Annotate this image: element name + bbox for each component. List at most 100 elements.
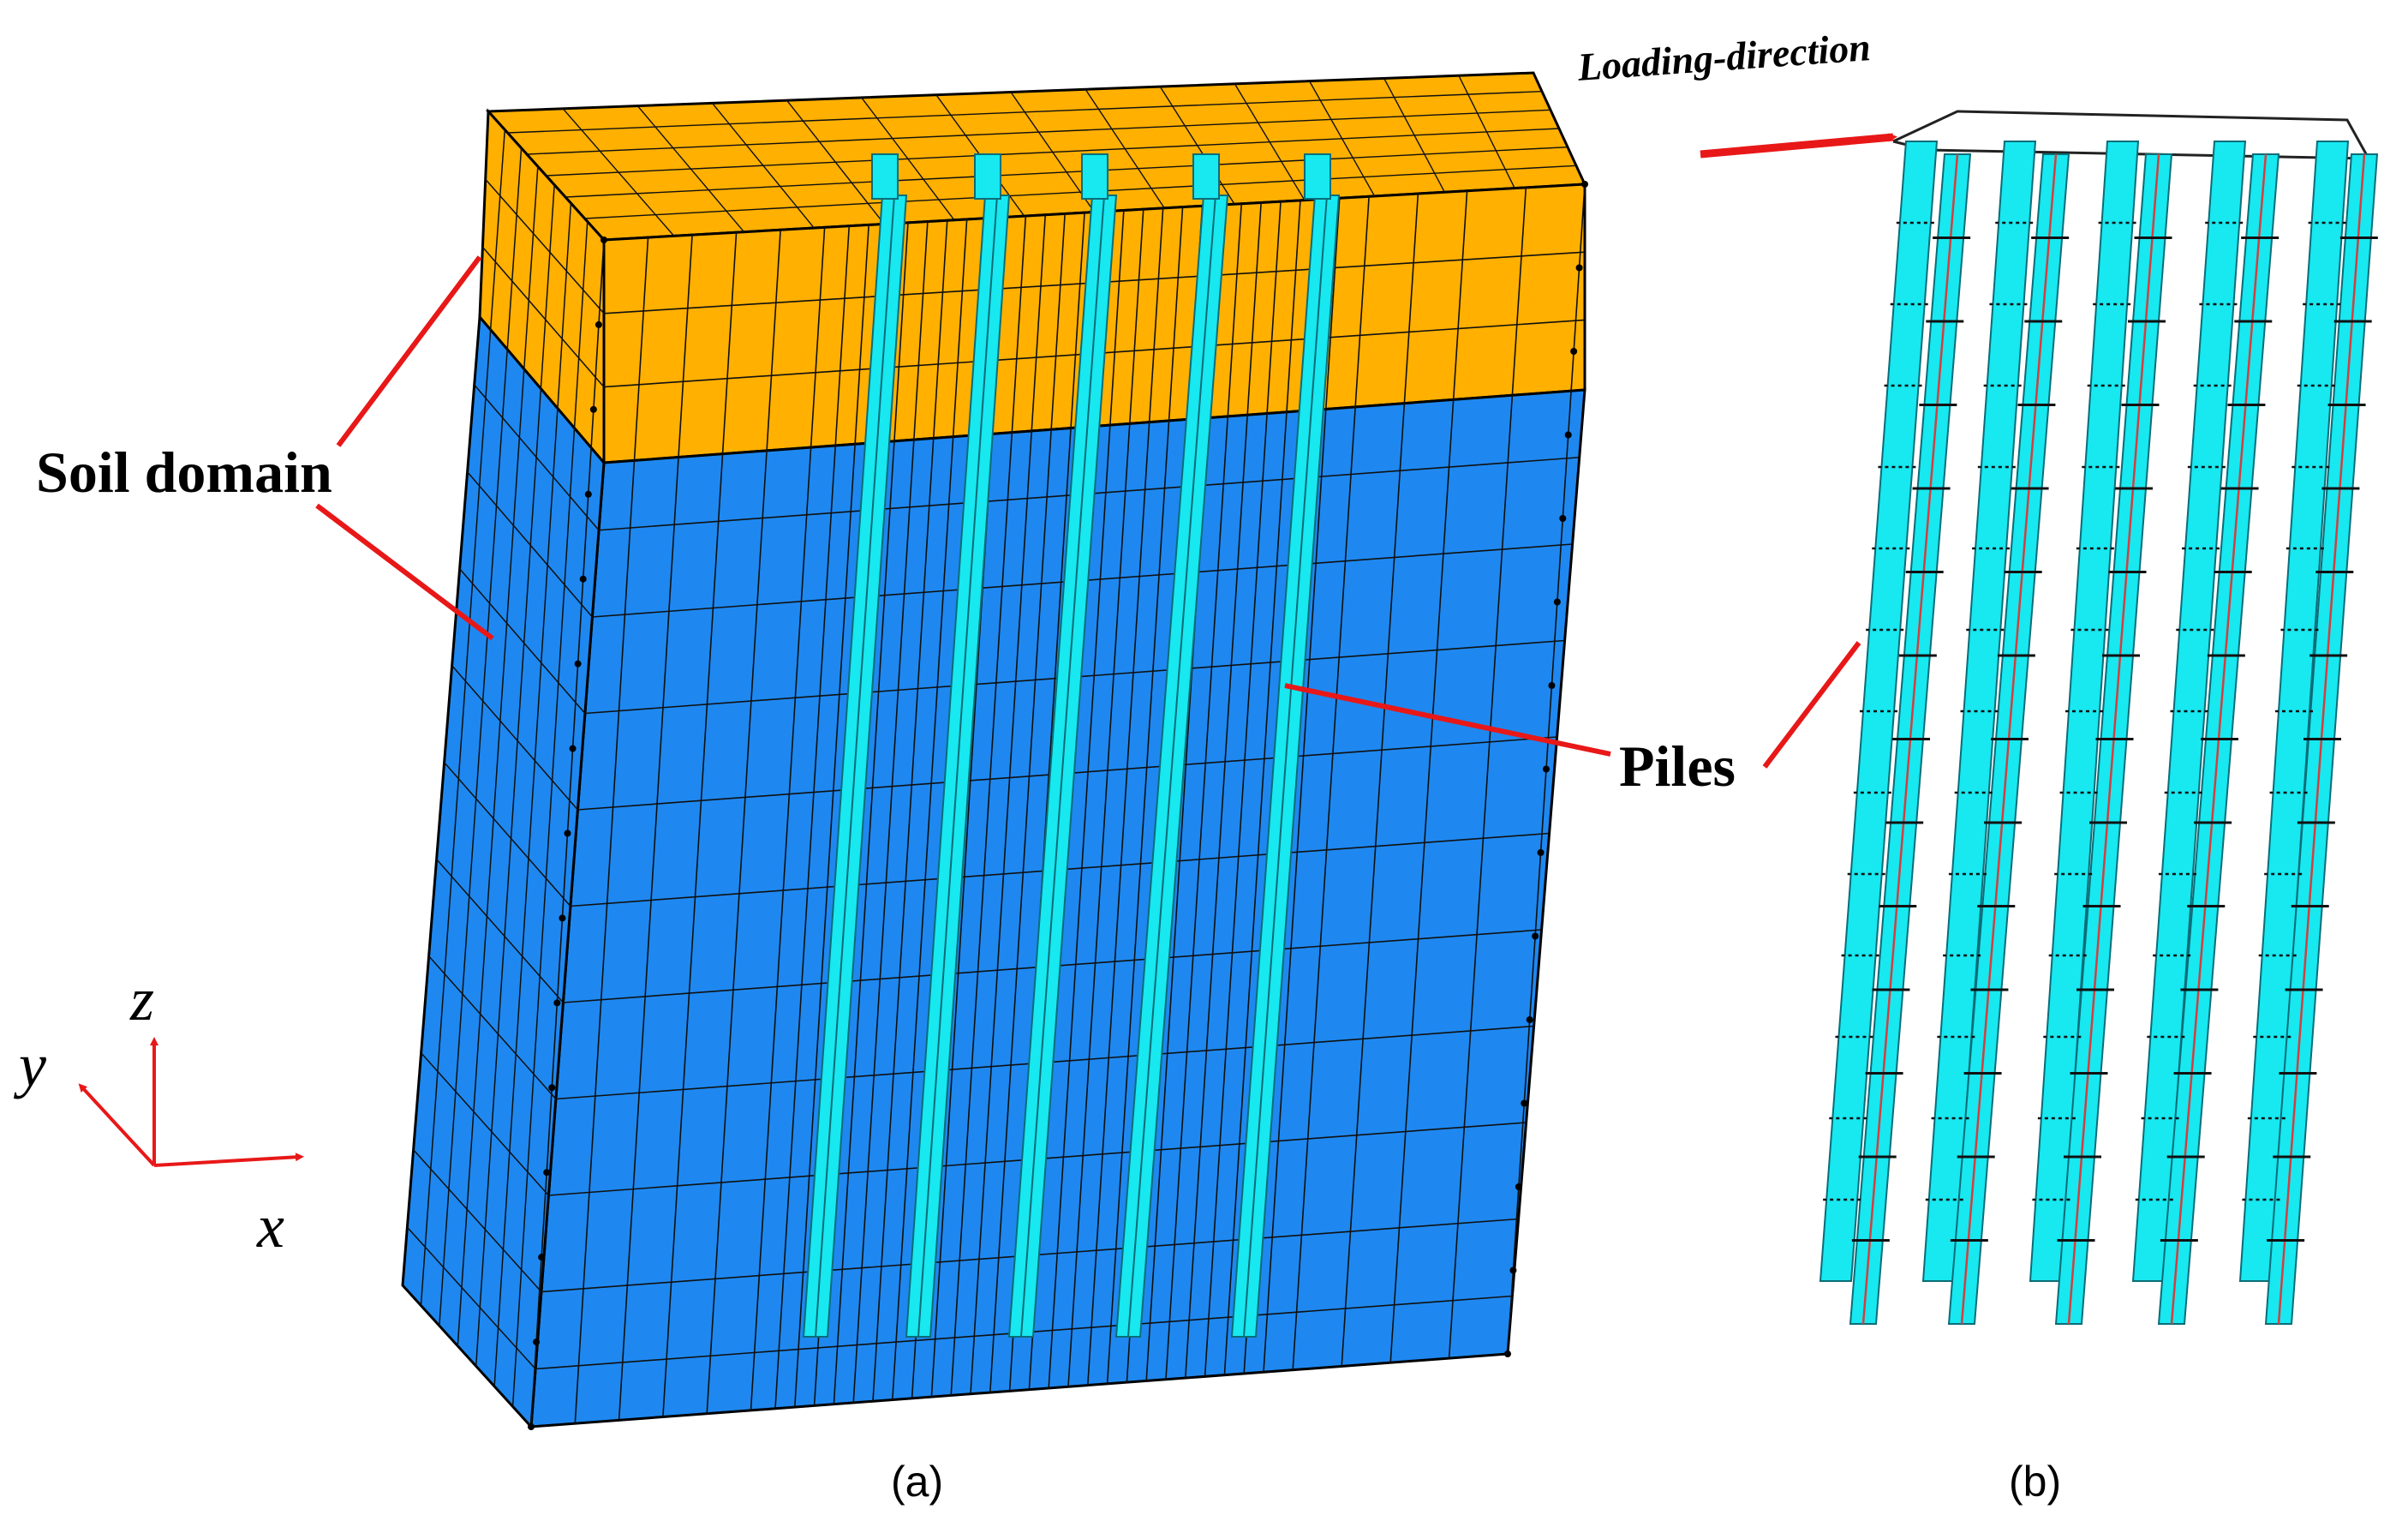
mesh-node xyxy=(1581,181,1588,188)
y-axis-label: y xyxy=(19,1031,46,1099)
mesh-line xyxy=(852,221,929,1404)
mesh-line xyxy=(1223,200,1301,1375)
pile-head xyxy=(871,153,899,200)
mesh-line xyxy=(1165,203,1243,1380)
pile-head xyxy=(1081,153,1108,200)
mesh-node xyxy=(579,575,587,583)
mesh-line xyxy=(421,1052,549,1196)
soil-domain-label: Soil domain xyxy=(36,440,332,505)
mesh-node xyxy=(548,1084,556,1092)
mesh-line xyxy=(618,235,693,1421)
mesh-node xyxy=(1515,1183,1522,1190)
mesh-node xyxy=(1521,1099,1528,1107)
pile-axis xyxy=(1020,195,1105,1338)
mesh-node xyxy=(1575,264,1583,272)
mesh-line xyxy=(706,230,781,1414)
x-axis-arrow xyxy=(153,1153,304,1167)
soil-block xyxy=(401,71,1588,1430)
mesh-node xyxy=(553,999,561,1007)
mesh-line xyxy=(546,128,1560,177)
piles-label: Piles xyxy=(1619,734,1736,799)
mesh-line xyxy=(439,147,523,1326)
pile-axis xyxy=(1127,195,1216,1338)
mesh-line xyxy=(451,665,578,811)
mesh-line xyxy=(1448,187,1527,1359)
mesh-node xyxy=(543,1169,551,1177)
piles-leader-b xyxy=(1762,641,1861,769)
soil-mesh-lines xyxy=(406,75,1588,1430)
pile-axis xyxy=(917,195,998,1338)
mesh-line xyxy=(467,471,593,618)
mesh-line xyxy=(474,384,600,531)
mesh-line xyxy=(1204,201,1282,1377)
mesh-line xyxy=(950,215,1027,1396)
mesh-line xyxy=(750,227,826,1410)
y-axis-arrow xyxy=(78,1083,156,1167)
mesh-node xyxy=(1509,1267,1517,1274)
piles-leader-a xyxy=(1284,683,1611,757)
mesh-node xyxy=(538,1254,546,1261)
mesh-line xyxy=(485,178,605,314)
mesh-line xyxy=(1185,202,1262,1379)
piles-in-soil xyxy=(802,153,1341,1338)
pile-axis xyxy=(1243,195,1328,1338)
soil-leader-lower xyxy=(315,503,494,641)
pile-back xyxy=(1819,141,1939,1282)
mesh-node xyxy=(1553,598,1561,606)
mesh-node xyxy=(1504,1350,1511,1357)
mesh-line xyxy=(565,146,1568,198)
mesh-line xyxy=(475,184,555,1367)
mesh-line xyxy=(989,213,1066,1393)
mesh-line xyxy=(511,221,589,1407)
mesh-line xyxy=(584,165,1577,219)
mesh-node xyxy=(559,914,566,922)
caption-b: (b) xyxy=(2009,1458,2062,1506)
mesh-node xyxy=(595,320,602,328)
pile-group xyxy=(1819,110,2379,1325)
mesh-line xyxy=(794,225,869,1408)
mesh-node xyxy=(601,237,607,243)
mesh-line xyxy=(526,109,1551,155)
mesh-line xyxy=(459,568,586,714)
mesh-node xyxy=(1559,515,1567,522)
mesh-node xyxy=(569,745,577,752)
coordinate-axes xyxy=(78,1037,304,1167)
mesh-line xyxy=(1341,193,1419,1367)
mesh-line xyxy=(436,859,564,1003)
mesh-line xyxy=(970,214,1047,1394)
mesh-node xyxy=(1564,431,1572,439)
soil-leader-upper xyxy=(336,255,482,447)
mesh-line xyxy=(481,246,605,388)
mesh-node xyxy=(589,405,597,413)
mesh-line xyxy=(1106,207,1184,1384)
mesh-line xyxy=(774,225,851,1409)
mesh-line xyxy=(833,222,909,1404)
mesh-node xyxy=(1537,849,1545,856)
mesh-line xyxy=(892,219,968,1400)
mesh-line xyxy=(428,955,557,1099)
mesh-node xyxy=(1526,1016,1533,1023)
mesh-line xyxy=(872,220,948,1402)
mesh-node xyxy=(1532,932,1539,940)
mesh-node xyxy=(1548,682,1556,689)
mesh-line xyxy=(1087,207,1164,1386)
mesh-line xyxy=(493,203,572,1386)
mesh-node xyxy=(528,1423,535,1430)
mesh-line xyxy=(413,1149,542,1293)
pile-head xyxy=(974,153,1001,200)
loading-direction-arrow xyxy=(1700,133,1897,159)
x-axis-label: x xyxy=(257,1192,284,1261)
mesh-node xyxy=(584,490,592,498)
mesh-node xyxy=(1570,348,1578,355)
pile-axis xyxy=(815,195,895,1338)
leader-lines xyxy=(315,133,1897,769)
mesh-line xyxy=(662,232,738,1417)
mesh-line xyxy=(444,762,571,907)
mesh-node xyxy=(564,829,571,837)
caption-a: (a) xyxy=(891,1458,944,1506)
mesh-line xyxy=(574,237,649,1424)
mesh-line xyxy=(1292,196,1370,1370)
mesh-line xyxy=(406,1226,536,1370)
mesh-line xyxy=(1048,210,1125,1389)
